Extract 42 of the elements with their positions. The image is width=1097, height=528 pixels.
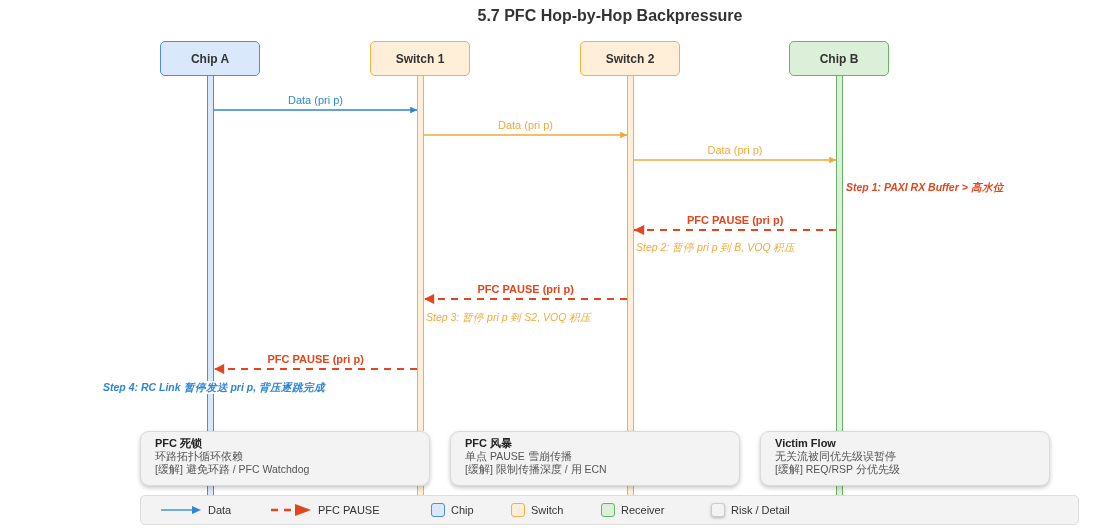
legend-label: PFC PAUSE	[318, 504, 380, 517]
arrow	[423, 131, 628, 139]
note-text: 单点 PAUSE 雪崩传播	[465, 450, 572, 463]
dashed-arrow	[214, 363, 417, 375]
note-title: PFC 死锁	[155, 437, 203, 450]
participant-box: Chip A	[160, 41, 260, 76]
note-title: PFC 风暴	[465, 437, 513, 450]
note-card	[140, 431, 430, 486]
step-note: Step 1: PAXI RX Buffer > 高水位	[846, 181, 1004, 194]
dashed-arrow	[424, 293, 627, 305]
edge-label: PFC PAUSE (pri p)	[475, 283, 576, 296]
edge-label: Data (pri p)	[286, 94, 346, 107]
lifeline	[627, 76, 634, 431]
note-card	[450, 431, 740, 486]
step-note: Step 4: RC Link 暂停发送 pri p, 背压逐跳完成	[103, 381, 325, 394]
note-text: 环路拓扑循环依赖	[155, 450, 243, 463]
legend-label: Chip	[451, 504, 474, 517]
note-text: [缓解] REQ/RSP 分优先级	[775, 463, 900, 476]
legend-label: Switch	[531, 504, 564, 517]
edge-label: PFC PAUSE (pri p)	[265, 353, 366, 366]
participant-box: Chip B	[789, 41, 889, 76]
note-title: Victim Flow	[775, 437, 836, 450]
step-note: Step 2: 暂停 pri p 到 B, VOQ 积压	[636, 241, 796, 254]
edge-label: Data (pri p)	[496, 119, 556, 132]
arrow	[633, 156, 837, 164]
legend-label: Risk / Detail	[731, 504, 790, 517]
participant-box: Switch 1	[370, 41, 470, 76]
note-text: 无关流被同优先级误暂停	[775, 450, 896, 463]
diagram-title: 5.7 PFC Hop-by-Hop Backpressure	[477, 7, 743, 25]
edge-label: PFC PAUSE (pri p)	[685, 214, 786, 227]
arrow	[213, 106, 418, 114]
legend-label: Receiver	[621, 504, 665, 517]
legend-label: Data	[208, 504, 232, 517]
edge-label: Data (pri p)	[705, 144, 765, 157]
participant-box: Switch 2	[580, 41, 680, 76]
note-card	[760, 431, 1050, 486]
dashed-arrow	[634, 224, 836, 236]
lifeline	[836, 76, 843, 431]
lifeline	[417, 76, 424, 431]
note-text: [缓解] 限制传播深度 / 用 ECN	[465, 463, 607, 476]
note-text: [缓解] 避免环路 / PFC Watchdog	[155, 463, 310, 476]
step-note: Step 3: 暂停 pri p 到 S2, VOQ 积压	[426, 311, 592, 324]
